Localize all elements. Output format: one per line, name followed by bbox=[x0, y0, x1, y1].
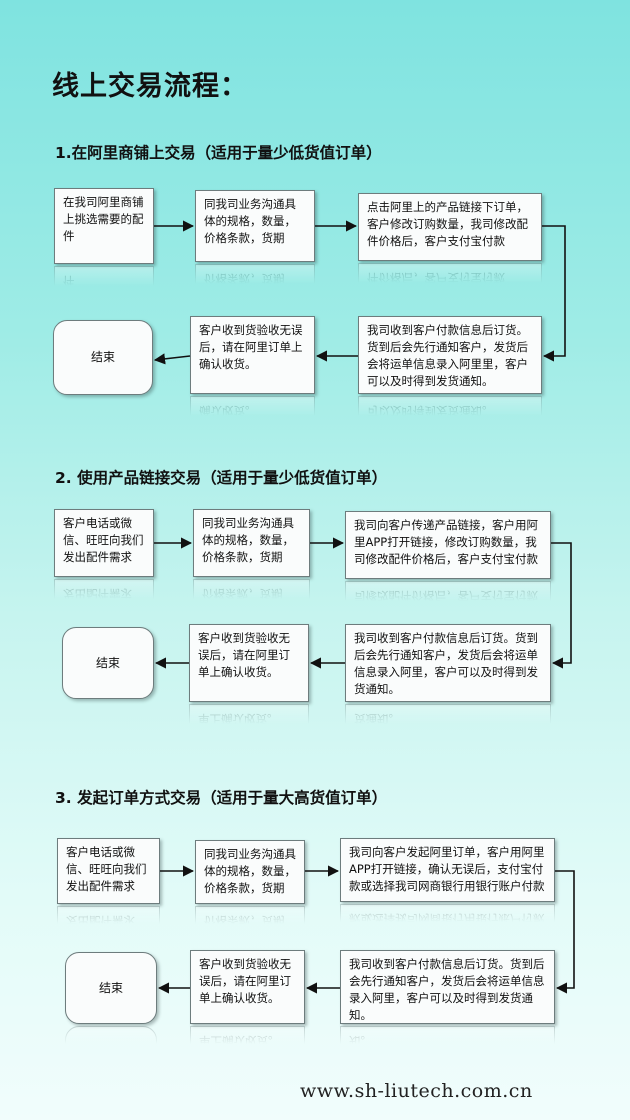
section-1-heading: 1.在阿里商铺上交易（适用于量少低货值订单） bbox=[55, 144, 382, 162]
s2-step-send-link: 我司向客户传递产品链接，客户用阿里APP打开链接，修改订购数量，我司修改配件价格… bbox=[345, 511, 551, 579]
page-title: 线上交易流程： bbox=[52, 71, 248, 102]
s3-step-end: 结束 bbox=[65, 952, 157, 1024]
s3-step-request: 客户电话或微信、旺旺向我们发出配件需求 bbox=[57, 838, 160, 904]
s1-step-place-order: 点击阿里上的产品链接下订单，客户修改订购数量，我司修改配件价格后，客户支付宝付款 bbox=[358, 193, 542, 261]
s3-step-initiate-order: 我司向客户发起阿里订单，客户用阿里APP打开链接，确认无误后，支付宝付款或选择我… bbox=[340, 838, 555, 902]
section-3-heading: 3. 发起订单方式交易（适用于量大高货值订单） bbox=[55, 789, 388, 807]
arrow bbox=[555, 870, 575, 994]
s1-step-ship: 我司收到客户付款信息后订货。货到后会先行通知客户，发货后会将运单信息录入阿里里，… bbox=[358, 316, 542, 394]
s1-step-end: 结束 bbox=[53, 320, 153, 395]
s3-step-ship: 我司收到客户付款信息后订货。货到后会先行通知客户，发货后会将运单信息录入阿里，客… bbox=[340, 950, 555, 1024]
s1-step-confirm-receipt: 客户收到货验收无误后，请在阿里订单上确认收货。 bbox=[190, 316, 315, 394]
website-url: www.sh-liutech.com.cn bbox=[300, 1080, 533, 1102]
arrow bbox=[551, 542, 572, 669]
s1-step-communicate: 同我司业务沟通具体的规格，数量，价格条款，货期 bbox=[195, 190, 315, 262]
s2-step-communicate: 同我司业务沟通具体的规格，数量，价格条款，货期 bbox=[193, 509, 310, 577]
s3-step-communicate: 同我司业务沟通具体的规格，数量，价格条款，货期 bbox=[195, 840, 305, 904]
arrow bbox=[153, 353, 191, 365]
s2-step-request: 客户电话或微信、旺旺向我们发出配件需求 bbox=[54, 509, 154, 577]
s2-step-ship: 我司收到客户付款信息后订货。货到后会先行通知客户，发货后会将运单信息录入阿里，客… bbox=[345, 624, 551, 702]
s2-step-confirm-receipt: 客户收到货验收无误后，请在阿里订单上确认收货。 bbox=[189, 624, 309, 702]
s3-step-confirm-receipt: 客户收到货验收无误后，请在阿里订单上确认收货。 bbox=[190, 950, 305, 1024]
arrow bbox=[542, 225, 566, 362]
section-2-heading: 2. 使用产品链接交易（适用于量少低货值订单） bbox=[55, 469, 388, 487]
s2-step-end: 结束 bbox=[62, 627, 154, 699]
s1-step-select-parts: 在我司阿里商铺上挑选需要的配件 bbox=[54, 188, 154, 264]
